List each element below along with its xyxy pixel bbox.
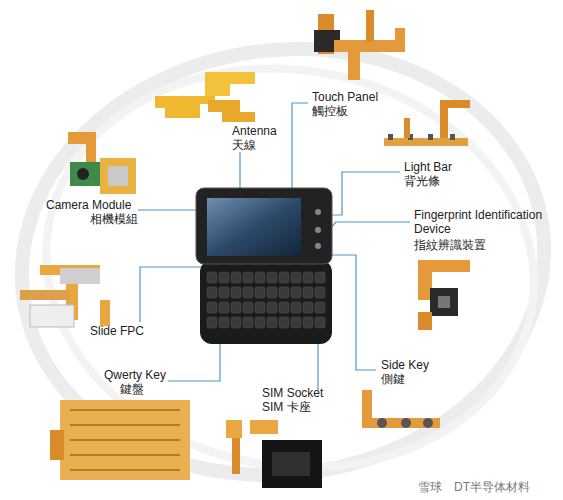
part-name-zh: 側鍵 <box>381 372 405 386</box>
key <box>291 287 301 298</box>
key <box>207 272 217 283</box>
key <box>219 317 229 328</box>
key <box>243 272 253 283</box>
part-name-zh: SIM 卡座 <box>262 400 311 414</box>
part-name: Side Key <box>381 358 429 372</box>
key <box>231 317 241 328</box>
part-name-zh: 背光條 <box>404 174 440 188</box>
camera-module-fpc <box>68 132 136 194</box>
key <box>243 287 253 298</box>
part-name: Qwerty Key <box>104 368 166 382</box>
key <box>267 287 277 298</box>
phone <box>196 188 332 344</box>
key <box>303 302 313 313</box>
key <box>315 287 325 298</box>
key <box>291 302 301 313</box>
key <box>303 287 313 298</box>
swoosh <box>14 30 563 500</box>
qwerty-key-fpc <box>50 400 190 480</box>
key <box>207 317 217 328</box>
key <box>255 272 265 283</box>
key <box>219 287 229 298</box>
key <box>279 287 289 298</box>
fingerprint-fpc <box>418 260 470 330</box>
key <box>231 287 241 298</box>
watermark: DT半导体材料 <box>454 480 530 494</box>
part-name-zh: 觸控板 <box>312 104 348 118</box>
touch-panel-fpc <box>314 10 405 80</box>
key <box>279 272 289 283</box>
part-name: Fingerprint Identification Device <box>414 208 546 236</box>
key <box>255 317 265 328</box>
part-name: SIM Socket <box>262 386 323 400</box>
key <box>231 272 241 283</box>
part-name-zh: 相機模組 <box>90 212 138 226</box>
part-name: Touch Panel <box>312 90 378 104</box>
side-key-fpc <box>362 390 440 428</box>
leader-lines <box>138 103 410 390</box>
key <box>243 302 253 313</box>
key <box>231 302 241 313</box>
key <box>279 302 289 313</box>
part-name-zh: 鍵盤 <box>120 382 144 396</box>
key <box>255 287 265 298</box>
key <box>303 272 313 283</box>
key <box>243 317 253 328</box>
key <box>291 317 301 328</box>
part-name-zh: 指紋辨識裝置 <box>414 238 486 252</box>
part-name: Camera Module <box>46 198 131 212</box>
key <box>267 302 277 313</box>
key <box>267 317 277 328</box>
part-name: Antenna <box>232 124 277 138</box>
key <box>315 317 325 328</box>
swoosh <box>0 16 563 500</box>
key <box>291 272 301 283</box>
part-name-zh: 天線 <box>232 138 256 152</box>
key <box>219 302 229 313</box>
key <box>255 302 265 313</box>
part-name: Slide FPC <box>90 324 144 338</box>
key <box>315 272 325 283</box>
key <box>219 272 229 283</box>
sim-socket-fpc <box>226 420 322 488</box>
light-bar-fpc <box>384 100 470 146</box>
key <box>279 317 289 328</box>
watermark: 雪球 <box>418 480 442 494</box>
slide-fpc <box>20 265 110 327</box>
antenna-fpc <box>155 72 255 122</box>
key <box>303 317 313 328</box>
key <box>267 272 277 283</box>
key <box>207 302 217 313</box>
part-name: Light Bar <box>404 160 452 174</box>
key <box>207 287 217 298</box>
key <box>315 302 325 313</box>
